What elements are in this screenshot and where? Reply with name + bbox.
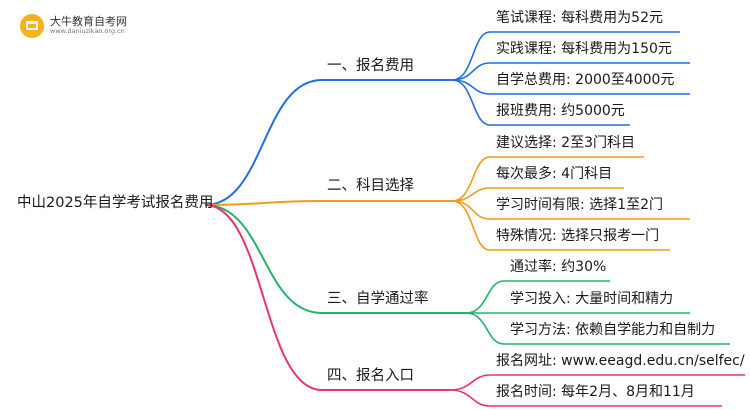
leaf-connector-4-1 bbox=[449, 374, 745, 391]
leaf-connector-2-4 bbox=[451, 200, 670, 251]
branch-pass-rate: 三、自学通过率 bbox=[327, 291, 429, 307]
leaf-registration-time: 报名时间: 每年2月、8月和11月 bbox=[496, 384, 695, 400]
logo-name: 大牛教育自考网 bbox=[50, 15, 127, 29]
leaf-study-method: 学习方法: 依赖自学能力和自制力 bbox=[510, 322, 716, 338]
leaf-class-fee: 报班费用: 约5000元 bbox=[496, 103, 625, 119]
leaf-pass-rate: 通过率: 约30% bbox=[510, 259, 607, 275]
leaf-suggested-subjects: 建议选择: 2至3门科目 bbox=[496, 135, 635, 151]
leaf-practical-course-fee: 实践课程: 每科费用为150元 bbox=[496, 41, 672, 57]
leaf-connector-2-2 bbox=[451, 187, 624, 202]
leaf-special-case: 特殊情况: 选择只报考一门 bbox=[496, 228, 660, 244]
logo-url: www.daniuzikao.org.cn bbox=[50, 27, 125, 36]
branch-curve-4 bbox=[204, 204, 323, 391]
branch-registration-portal: 四、报名入口 bbox=[327, 368, 414, 384]
leaf-study-investment: 学习投入: 大量时间和精力 bbox=[510, 291, 674, 307]
leaf-connector-4-2 bbox=[449, 389, 722, 407]
leaf-connector-1-2 bbox=[451, 62, 690, 81]
root-topic: 中山2025年自学考试报名费用 bbox=[17, 195, 214, 211]
branch-curve-2 bbox=[204, 200, 323, 206]
leaf-written-course-fee: 笔试课程: 每科费用为52元 bbox=[496, 10, 663, 26]
leaf-connector-3-1 bbox=[465, 280, 610, 314]
leaf-registration-url: 报名网址: www.eeagd.edu.cn/selfec/ bbox=[496, 353, 745, 369]
branch-registration-fees: 一、报名费用 bbox=[327, 58, 414, 74]
leaf-self-study-total: 自学总费用: 2000至4000元 bbox=[496, 72, 675, 88]
leaf-connector-3-3 bbox=[465, 312, 730, 345]
leaf-connector-1-1 bbox=[451, 31, 680, 81]
leaf-connector-1-4 bbox=[451, 79, 630, 126]
branch-curve-1 bbox=[204, 79, 323, 206]
leaf-connector-2-1 bbox=[451, 156, 644, 202]
book-icon bbox=[20, 14, 44, 38]
leaf-max-subjects: 每次最多: 4门科目 bbox=[496, 166, 613, 182]
branch-subject-selection: 二、科目选择 bbox=[327, 178, 414, 194]
leaf-limited-time: 学习时间有限: 选择1至2门 bbox=[496, 197, 663, 213]
branch-curve-3 bbox=[204, 204, 323, 314]
site-logo: 大牛教育自考网 www.daniuzikao.org.cn bbox=[20, 14, 127, 38]
